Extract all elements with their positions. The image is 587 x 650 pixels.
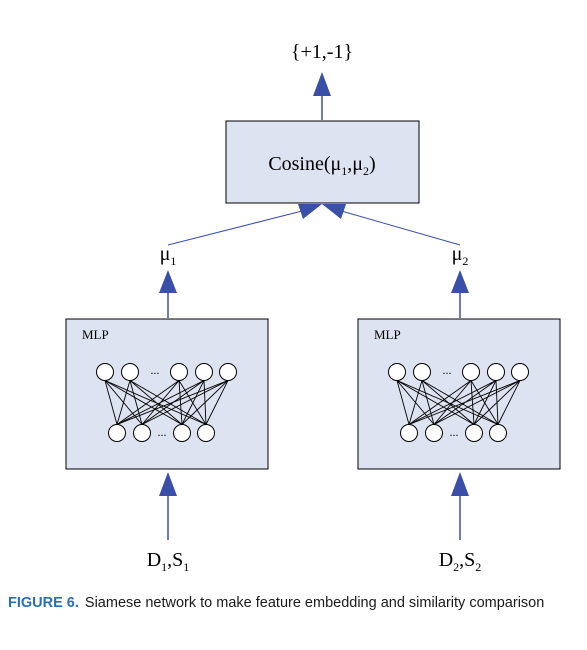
mlp-label-1: MLP bbox=[82, 327, 109, 342]
nn-connection bbox=[473, 380, 497, 425]
cosine-label: Cosine(μ1,μ2) bbox=[268, 153, 375, 178]
input1-to-mlp1-arrow bbox=[159, 472, 177, 540]
nn-node-hidden-layer bbox=[133, 424, 151, 442]
nn-node-input-layer bbox=[170, 363, 188, 381]
mu2-to-cosine-arrow bbox=[322, 204, 461, 246]
nn-node-input-layer bbox=[511, 363, 529, 381]
nn-connection bbox=[141, 380, 229, 425]
nn-node-input-layer bbox=[462, 363, 480, 381]
nn-connection bbox=[408, 380, 521, 425]
nn-connection bbox=[181, 380, 229, 425]
mlp-block-1: MLP ...... bbox=[65, 318, 269, 470]
input-label-2: D2,S2 bbox=[439, 549, 482, 574]
nn-node-input-layer bbox=[195, 363, 213, 381]
embedding-label-1: μ1 bbox=[160, 243, 177, 268]
nn-connection bbox=[408, 380, 472, 425]
mlp-label-2: MLP bbox=[374, 327, 401, 342]
nn-connection bbox=[408, 380, 423, 425]
nn-connection bbox=[129, 380, 183, 425]
cosine-to-output-arrow bbox=[313, 72, 331, 120]
figure-caption-text: Siamese network to make feature embeddin… bbox=[84, 595, 545, 611]
nn-node-input-layer bbox=[96, 363, 114, 381]
nn-connection bbox=[116, 380, 229, 425]
nn-ellipsis-top: ... bbox=[443, 363, 452, 377]
nn-connection bbox=[421, 380, 499, 425]
nn-connection bbox=[396, 380, 410, 425]
nn-node-hidden-layer bbox=[197, 424, 215, 442]
nn-node-hidden-layer bbox=[400, 424, 418, 442]
nn-connection bbox=[104, 380, 118, 425]
nn-connection bbox=[116, 380, 180, 425]
embedding-label-2: μ2 bbox=[452, 243, 469, 268]
nn-node-hidden-layer bbox=[465, 424, 483, 442]
nn-node-hidden-layer bbox=[489, 424, 507, 442]
nn-node-input-layer bbox=[413, 363, 431, 381]
nn-connection bbox=[421, 380, 475, 425]
neural-net-2: ...... bbox=[388, 363, 529, 442]
mlp-box-1 bbox=[65, 318, 269, 470]
output-label: {+1,-1} bbox=[291, 41, 353, 63]
nn-connection bbox=[470, 380, 475, 425]
input-label-1: D1,S1 bbox=[147, 549, 190, 574]
nn-ellipsis-bottom: ... bbox=[450, 425, 459, 439]
nn-ellipsis-bottom: ... bbox=[158, 425, 167, 439]
mlp2-to-mu2-arrow bbox=[451, 270, 469, 318]
nn-node-hidden-layer bbox=[173, 424, 191, 442]
mlp-box-2 bbox=[357, 318, 561, 470]
siamese-network-diagram: {+1,-1} Cosine(μ1,μ2) μ1 μ2 MLP ...... M… bbox=[65, 41, 561, 574]
input2-to-mlp2-arrow bbox=[451, 472, 469, 540]
nn-node-input-layer bbox=[219, 363, 237, 381]
nn-connection bbox=[104, 380, 183, 425]
nn-connection bbox=[181, 380, 205, 425]
figure-caption: FIGURE 6. Siamese network to make feature… bbox=[8, 594, 578, 613]
nn-node-hidden-layer bbox=[108, 424, 126, 442]
nn-connection bbox=[129, 380, 143, 425]
nn-connection bbox=[497, 380, 521, 425]
figure-label: FIGURE 6. bbox=[8, 595, 79, 611]
nn-connection bbox=[178, 380, 183, 425]
mlp1-to-mu1-arrow bbox=[159, 270, 177, 318]
cosine-box bbox=[225, 120, 420, 204]
neural-net-1: ...... bbox=[96, 363, 237, 442]
nn-node-input-layer bbox=[388, 363, 406, 381]
nn-connection bbox=[421, 380, 435, 425]
nn-connection bbox=[408, 380, 497, 425]
nn-connection bbox=[129, 380, 207, 425]
mlp-block-2: MLP ...... bbox=[357, 318, 561, 470]
nn-node-input-layer bbox=[121, 363, 139, 381]
nn-node-input-layer bbox=[487, 363, 505, 381]
mu1-to-cosine-arrow bbox=[167, 204, 322, 246]
nn-connection bbox=[116, 380, 131, 425]
nn-connection bbox=[116, 380, 205, 425]
nn-connection bbox=[205, 380, 229, 425]
nn-connection bbox=[433, 380, 521, 425]
nn-connection bbox=[473, 380, 521, 425]
nn-node-hidden-layer bbox=[425, 424, 443, 442]
nn-connection bbox=[396, 380, 475, 425]
nn-ellipsis-top: ... bbox=[151, 363, 160, 377]
